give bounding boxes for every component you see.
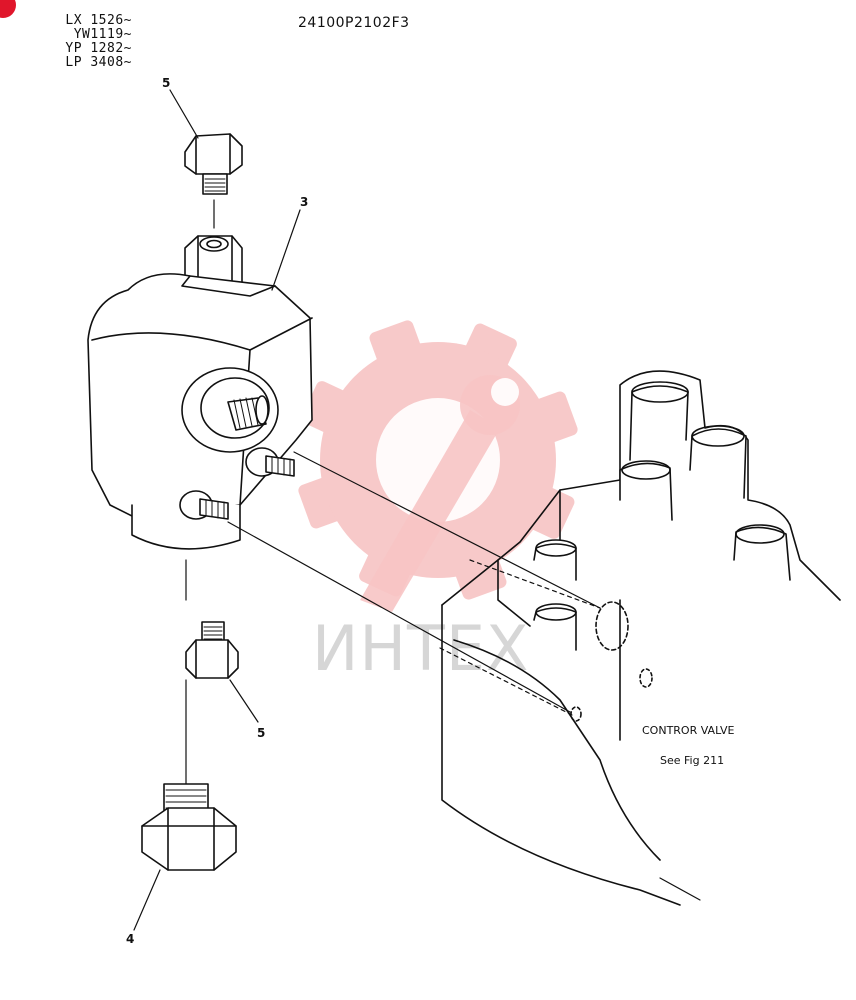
red-dot-icon	[0, 0, 16, 18]
callout-label: 5	[257, 726, 266, 740]
figure-code: 24100P2102F3	[298, 15, 410, 31]
valve-reference: See Fig 211	[660, 754, 725, 767]
lower-plug-part	[185, 621, 239, 679]
serial-number: YW1119~	[73, 27, 132, 42]
callout-label: 5	[162, 76, 171, 90]
serial-number: LX 1526~	[65, 13, 132, 28]
watermark-text: ИНТЕХ	[312, 612, 530, 685]
callout-label: 4	[126, 932, 135, 946]
serial-number: YP 1282~	[65, 41, 132, 56]
valve-block-part	[87, 235, 313, 550]
valve-label: CONTROR VALVE	[642, 724, 735, 737]
control-valve-part	[441, 370, 841, 906]
callout-label: 3	[300, 195, 309, 209]
top-plug-part	[184, 133, 243, 195]
serial-number-list: LX 1526~ YW1119~ YP 1282~ LP 3408~	[22, 14, 132, 70]
bottom-plug-part	[141, 783, 237, 871]
serial-number: LP 3408~	[65, 55, 132, 70]
